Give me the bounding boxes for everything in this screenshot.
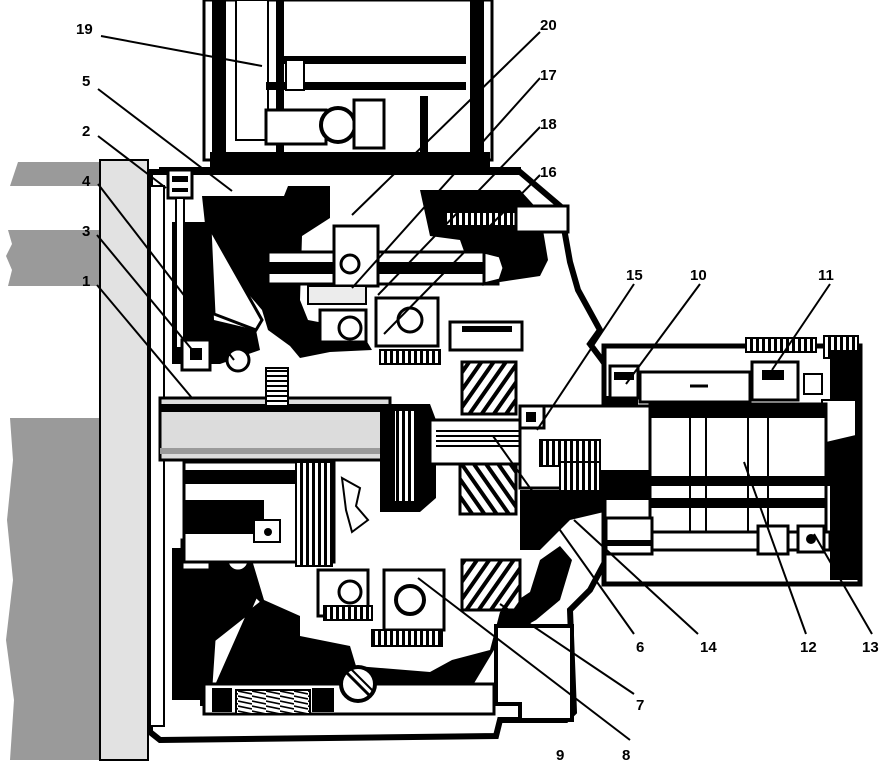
leader-13 (813, 533, 873, 635)
leader-16 (383, 174, 541, 335)
leader-8 (417, 577, 631, 741)
callout-8: 8 (622, 747, 630, 764)
lower-spur-gear (295, 461, 333, 567)
callout-20: 20 (540, 17, 557, 34)
callout-3: 3 (82, 223, 90, 240)
leader-15 (536, 283, 635, 431)
leader-5 (97, 88, 233, 192)
leader-20 (351, 31, 541, 216)
housing-left-lower-arm (172, 548, 250, 700)
housing-lower-mass (200, 546, 572, 706)
callout-11: 11 (818, 267, 834, 284)
leader-7 (499, 603, 635, 695)
callout-4: 4 (82, 173, 91, 190)
shaft-seal-spring (265, 367, 289, 409)
top-housing-box (159, 0, 521, 189)
lower-right-foot (494, 624, 574, 722)
leader-10 (625, 283, 701, 385)
callout-14: 14 (700, 639, 717, 656)
leader-12 (743, 461, 807, 635)
leader-1 (96, 284, 193, 399)
leader-18 (377, 126, 541, 296)
callout-12: 12 (800, 639, 817, 656)
callout-16: 16 (540, 164, 557, 181)
mounting-plate (99, 159, 149, 761)
callout-numbers: 19 5 2 4 3 1 20 17 18 16 15 10 11 6 14 1… (76, 17, 879, 764)
wall-block-middle (6, 230, 100, 286)
mounting-wall (6, 159, 149, 761)
housing-left-cone-lower (208, 593, 265, 701)
leader-11 (771, 283, 831, 371)
leader-2 (97, 135, 167, 189)
leader-17 (351, 77, 541, 289)
right-output-bearing (750, 360, 800, 402)
callout-19: 19 (76, 21, 93, 38)
leader-lines (96, 31, 873, 741)
leader-14 (573, 519, 699, 635)
bottom-spring (235, 689, 311, 715)
callout-2: 2 (82, 123, 90, 140)
housing-left-upper-arm (172, 222, 260, 364)
vent-plug (166, 168, 194, 200)
lower-ball-bearing (394, 584, 426, 616)
upper-mid-ball-bearing (337, 315, 363, 341)
callout-15: 15 (626, 267, 643, 284)
callout-10: 10 (690, 267, 707, 284)
cutaway-fragment (340, 476, 370, 534)
wall-tab-upper (10, 162, 100, 186)
leader-19 (100, 35, 263, 67)
upper-helical-gear (460, 360, 518, 416)
leader-3 (96, 234, 195, 353)
wall-block-lower (6, 418, 100, 760)
callout-7: 7 (636, 697, 644, 714)
lower-helical-gear (460, 558, 522, 612)
upper-bolt (379, 349, 441, 365)
output-housing (518, 335, 863, 587)
upper-right-ball-bearing (396, 306, 424, 334)
housing-left-cone-upper (208, 227, 264, 332)
callout-5: 5 (82, 73, 90, 90)
output-shaft (648, 402, 828, 546)
lower-gear-block (182, 460, 370, 567)
callout-18: 18 (540, 116, 557, 133)
callout-6: 6 (636, 639, 644, 656)
callout-1: 1 (82, 273, 90, 290)
upper-left-ball-bearing (225, 347, 251, 373)
left-output-bearing (608, 364, 640, 400)
callout-9: 9 (556, 747, 564, 764)
upper-bearing-assembly (266, 204, 570, 365)
lower-bearing-assembly (316, 568, 446, 703)
leader-4 (97, 183, 235, 361)
felt-seal (307, 285, 367, 305)
leader-6 (492, 435, 635, 635)
callout-17: 17 (540, 67, 557, 84)
pinion-gear (458, 458, 518, 516)
callout-13: 13 (862, 639, 879, 656)
helical-gears (428, 320, 532, 612)
input-shaft (158, 367, 436, 512)
